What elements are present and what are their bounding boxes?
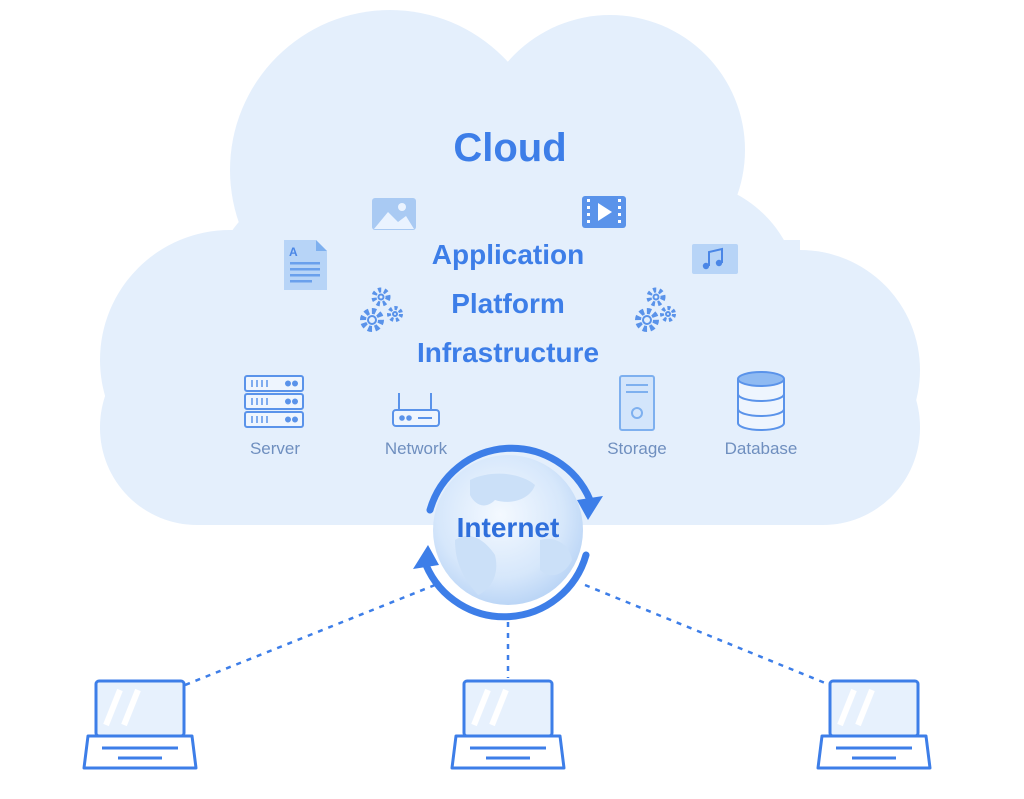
laptop-icon	[82, 679, 198, 770]
internet-label: Internet	[456, 512, 560, 543]
storage-label: Storage	[607, 439, 667, 458]
svg-text:A: A	[289, 245, 298, 259]
cloud-title: Cloud	[453, 126, 567, 170]
music-icon	[692, 244, 738, 274]
layer-infrastructure: Infrastructure	[416, 337, 600, 368]
connector-right	[584, 583, 831, 687]
document-icon: A	[284, 240, 327, 290]
gears-icon	[360, 287, 403, 332]
server-icon	[244, 375, 304, 428]
video-icon	[582, 196, 626, 228]
gears-icon-right	[635, 287, 676, 332]
laptop-icon-center	[450, 679, 566, 770]
layer-platform: Platform	[451, 288, 565, 319]
laptop-icon-right	[816, 679, 932, 770]
connector-left	[184, 583, 436, 687]
image-icon	[372, 198, 416, 230]
connector-lines	[184, 583, 831, 687]
network-label: Network	[384, 439, 448, 458]
sync-arrows	[422, 444, 594, 621]
server-label: Server	[249, 439, 301, 458]
database-icon	[737, 371, 785, 431]
storage-tower-icon	[619, 375, 655, 431]
layer-application: Application	[431, 239, 585, 270]
router-icon	[392, 393, 440, 427]
arrow-heads	[413, 496, 603, 569]
globe-icon	[433, 455, 583, 605]
database-label: Database	[724, 439, 798, 458]
